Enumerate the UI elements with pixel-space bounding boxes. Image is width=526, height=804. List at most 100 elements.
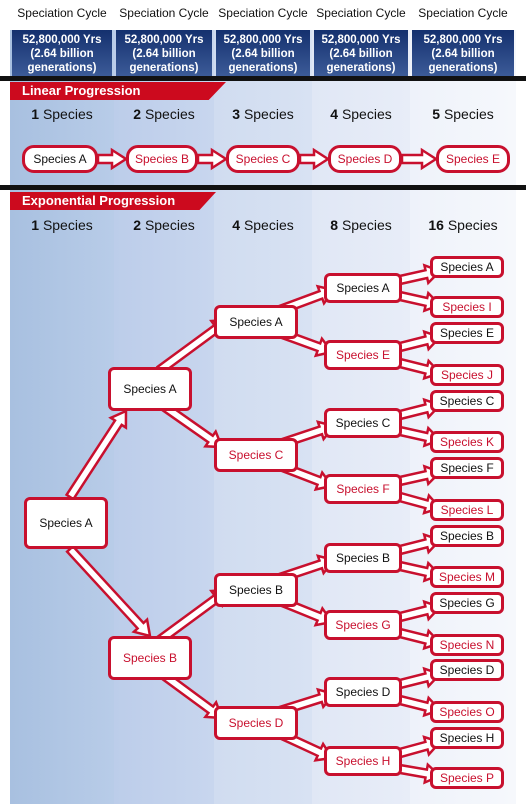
tree-node-c3-f: Species F xyxy=(324,474,402,504)
linear-count-3: 3 Species xyxy=(214,106,312,122)
count-word: Species xyxy=(243,106,294,122)
count-word: Species xyxy=(447,217,498,233)
generation-box-2: 52,800,000 Yrs (2.64 billion generations… xyxy=(116,30,212,76)
count-word: Species xyxy=(144,217,195,233)
generation-box-4: 52,800,000 Yrs (2.64 billion generations… xyxy=(314,30,408,76)
linear-count-4: 4 Species xyxy=(312,106,410,122)
divider-rule-top xyxy=(0,76,526,81)
count-number: 3 xyxy=(232,106,241,122)
tree-node-c4-l: Species L xyxy=(430,499,504,521)
count-word: Species xyxy=(443,106,494,122)
count-number: 2 xyxy=(133,217,142,233)
exponential-progression-banner: Exponential Progression xyxy=(10,192,216,210)
count-number: 5 xyxy=(432,106,441,122)
gen-unit: generations) xyxy=(326,62,396,74)
gen-unit: generations) xyxy=(228,62,298,74)
gen-years: 52,800,000 Yrs xyxy=(22,34,102,46)
exp-count-1: 1 Species xyxy=(10,217,114,233)
cycle-header-1: Speciation Cycle xyxy=(17,6,107,20)
exp-count-4: 8 Species xyxy=(312,217,410,233)
tree-node-c4-n: Species N xyxy=(430,634,504,656)
count-word: Species xyxy=(42,217,93,233)
linear-node-c: Species C xyxy=(226,145,300,173)
generation-box-5: 52,800,000 Yrs (2.64 billion generations… xyxy=(412,30,514,76)
count-number: 4 xyxy=(232,217,241,233)
count-number: 8 xyxy=(330,217,339,233)
tree-node-c4-m: Species M xyxy=(430,566,504,588)
tree-node-c1-b: Species B xyxy=(108,636,192,680)
gen-years: 52,800,000 Yrs xyxy=(124,34,204,46)
count-number: 16 xyxy=(428,217,444,233)
tree-node-c4-k: Species K xyxy=(430,431,504,453)
linear-arrow-2 xyxy=(196,147,229,171)
linear-node-a: Species A xyxy=(22,145,98,173)
count-word: Species xyxy=(144,106,195,122)
tree-node-c3-e: Species E xyxy=(324,340,402,370)
tree-node-c1-a: Species A xyxy=(108,367,192,411)
gen-count: (2.64 billion xyxy=(329,48,393,60)
linear-node-b: Species B xyxy=(126,145,198,173)
gen-count: (2.64 billion xyxy=(132,48,196,60)
tree-node-c3-h: Species H xyxy=(324,746,402,776)
tree-node-c4-i: Species I xyxy=(430,296,504,318)
count-word: Species xyxy=(243,217,294,233)
cycle-header-3: Speciation Cycle xyxy=(218,6,308,20)
generation-box-1: 52,800,000 Yrs (2.64 billion generations… xyxy=(12,30,112,76)
count-number: 1 xyxy=(31,217,40,233)
tree-node-c2-b: Species B xyxy=(214,573,298,607)
tree-node-c4-d: Species D xyxy=(430,659,504,681)
count-word: Species xyxy=(341,217,392,233)
linear-arrow-4 xyxy=(400,147,439,171)
linear-count-2: 2 Species xyxy=(114,106,214,122)
tree-node-c2-d: Species D xyxy=(214,706,298,740)
count-word: Species xyxy=(42,106,93,122)
tree-node-c3-b: Species B xyxy=(324,543,402,573)
tree-node-c4-g: Species G xyxy=(430,592,504,614)
exp-count-3: 4 Species xyxy=(214,217,312,233)
tree-arrow-root-to-a xyxy=(64,409,128,501)
gen-unit: generations) xyxy=(129,62,199,74)
gen-unit: generations) xyxy=(428,62,498,74)
gen-years: 52,800,000 Yrs xyxy=(223,34,303,46)
linear-arrow-3 xyxy=(298,147,331,171)
tree-node-c4-j: Species J xyxy=(430,364,504,386)
count-number: 1 xyxy=(31,106,40,122)
cycle-header-5: Speciation Cycle xyxy=(418,6,508,20)
count-number: 4 xyxy=(330,106,339,122)
tree-node-c3-c: Species C xyxy=(324,408,402,438)
linear-progression-banner: Linear Progression xyxy=(10,82,226,100)
tree-node-c4-f: Species F xyxy=(430,457,504,479)
linear-arrow-1 xyxy=(96,147,129,171)
linear-node-d: Species D xyxy=(328,145,402,173)
tree-node-c3-d: Species D xyxy=(324,677,402,707)
cycle-header-4: Speciation Cycle xyxy=(316,6,406,20)
tree-node-c4-b: Species B xyxy=(430,525,504,547)
cycle-header-2: Speciation Cycle xyxy=(119,6,209,20)
tree-node-c4-a: Species A xyxy=(430,256,504,278)
gen-count: (2.64 billion xyxy=(30,48,94,60)
gen-unit: generations) xyxy=(27,62,97,74)
count-word: Species xyxy=(341,106,392,122)
tree-node-c4-o: Species O xyxy=(430,701,504,723)
tree-node-root-a: Species A xyxy=(24,497,108,549)
gen-count: (2.64 billion xyxy=(231,48,295,60)
tree-node-c4-p: Species P xyxy=(430,767,504,789)
linear-node-e: Species E xyxy=(436,145,510,173)
gen-count: (2.64 billion xyxy=(431,48,495,60)
tree-node-c4-c: Species C xyxy=(430,390,504,412)
tree-node-c3-a: Species A xyxy=(324,273,402,303)
generation-box-3: 52,800,000 Yrs (2.64 billion generations… xyxy=(216,30,310,76)
tree-node-c3-g: Species G xyxy=(324,610,402,640)
exp-count-5: 16 Species xyxy=(410,217,516,233)
count-number: 2 xyxy=(133,106,142,122)
gen-years: 52,800,000 Yrs xyxy=(321,34,401,46)
exp-count-2: 2 Species xyxy=(114,217,214,233)
divider-rule-middle xyxy=(0,185,526,190)
tree-arrow-root-to-b xyxy=(65,544,152,638)
tree-node-c4-e: Species E xyxy=(430,322,504,344)
tree-node-c4-h: Species H xyxy=(430,727,504,749)
tree-node-c2-c: Species C xyxy=(214,438,298,472)
gen-years: 52,800,000 Yrs xyxy=(423,34,503,46)
linear-count-1: 1 Species xyxy=(10,106,114,122)
